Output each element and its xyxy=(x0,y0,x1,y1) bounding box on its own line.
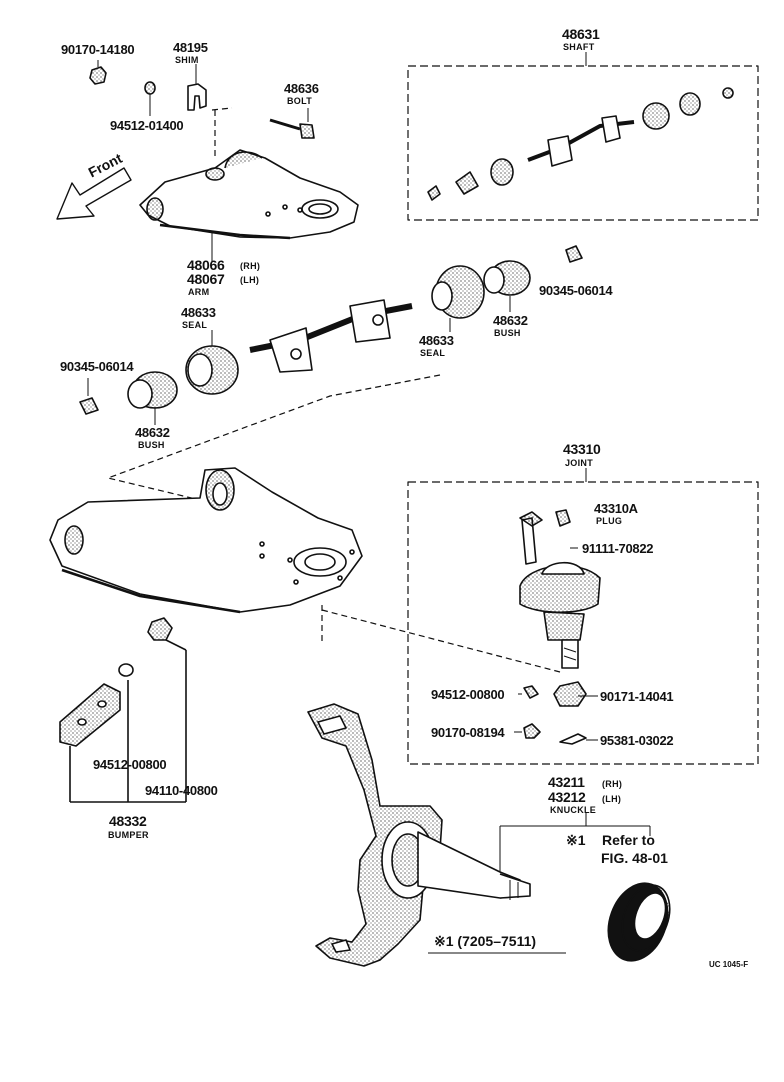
bumper-pn: 48332 xyxy=(109,813,147,829)
joint-nut2-pn: 90170-08194 xyxy=(431,725,505,740)
upper-arm-icon xyxy=(139,149,359,262)
bolt-icon xyxy=(269,108,315,139)
seal-right-pn: 48633 xyxy=(419,333,454,348)
seal-left-pn: 48633 xyxy=(181,305,216,320)
ball-joint-icon xyxy=(514,509,601,745)
period-note: ※1 (7205–7511) xyxy=(434,933,537,949)
bush-right-name: BUSH xyxy=(494,328,521,338)
joint-box xyxy=(407,481,759,765)
middle-shaft-icon xyxy=(79,245,583,425)
bush-left-name: BUSH xyxy=(138,440,165,450)
refer-line2: FIG. 48-01 xyxy=(601,850,668,866)
knuckle-rh: (RH) xyxy=(602,779,623,789)
shaft-pn: 48631 xyxy=(562,26,600,42)
joint-pn: 43310 xyxy=(563,441,601,457)
arm-pn-rh: 48066 xyxy=(187,257,225,273)
nut-top-icon xyxy=(89,60,107,85)
shaft-exploded-icon xyxy=(427,87,734,201)
arm-pn-lh: 48067 xyxy=(187,271,225,287)
knuckle-pn-rh: 43211 xyxy=(548,774,585,790)
bolt-right-pn: 90345-06014 xyxy=(539,283,613,298)
joint-name: JOINT xyxy=(565,458,594,468)
shaft-name: SHAFT xyxy=(563,42,595,52)
knuckle-name: KNUCKLE xyxy=(550,805,597,815)
shaft-box xyxy=(407,65,759,221)
washer-top-pn: 94512-01400 xyxy=(110,118,184,133)
refer-mark: ※1 xyxy=(566,832,586,848)
shim-name: SHIM xyxy=(175,55,199,65)
arm-rh: (RH) xyxy=(240,261,261,271)
bolt-name: BOLT xyxy=(287,96,313,106)
arm-name: ARM xyxy=(188,287,210,297)
bolt-left-pn: 90345-06014 xyxy=(60,359,134,374)
refer-line1: Refer to xyxy=(602,832,655,848)
bumper-nut-pn: 94110-40800 xyxy=(145,783,218,798)
seal-right-name: SEAL xyxy=(420,348,446,358)
knuckle-lh: (LH) xyxy=(602,794,622,804)
plug-pn: 43310A xyxy=(594,501,638,516)
front-arrow xyxy=(56,167,132,220)
bumper-name: BUMPER xyxy=(108,830,149,840)
washer-top-icon xyxy=(144,81,156,116)
knuckle-icon xyxy=(307,703,531,967)
nut-top-pn: 90170-14180 xyxy=(61,42,135,57)
shim-icon xyxy=(187,64,207,111)
arm-lh: (LH) xyxy=(240,275,260,285)
joint-washer-pn: 94512-00800 xyxy=(431,687,505,702)
bumper-washer-pn: 94512-00800 xyxy=(93,757,167,772)
bush-right-pn: 48632 xyxy=(493,313,528,328)
shim-pn: 48195 xyxy=(173,40,208,55)
bolt-pn: 48636 xyxy=(284,81,319,96)
drawing-code: UC 1045-F xyxy=(709,960,749,969)
bumper-icon xyxy=(59,617,187,803)
joint-bolt-pn: 91111-70822 xyxy=(582,541,654,556)
bush-left-pn: 48632 xyxy=(135,425,170,440)
cotter-pn: 95381-03022 xyxy=(600,733,674,748)
seal-left-name: SEAL xyxy=(182,320,208,330)
oil-seal-icon xyxy=(607,882,671,962)
lower-arm-icon xyxy=(49,467,363,614)
joint-nut-pn: 90171-14041 xyxy=(600,689,674,704)
plug-name: PLUG xyxy=(596,516,623,526)
knuckle-pn-lh: 43212 xyxy=(548,789,586,805)
